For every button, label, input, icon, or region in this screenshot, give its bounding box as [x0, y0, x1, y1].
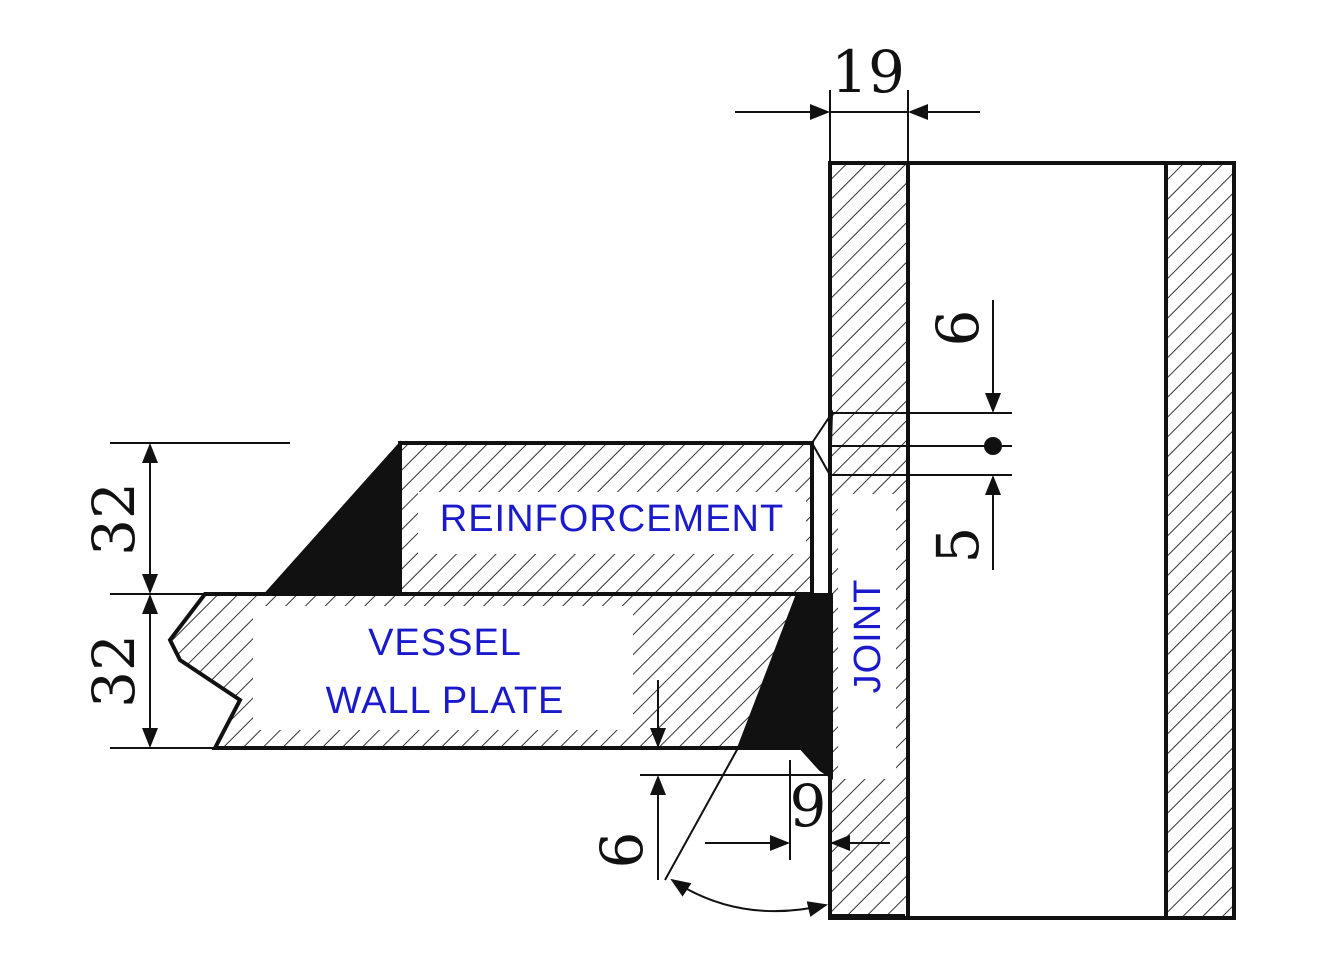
right-gap-dimensions: 6 5: [830, 300, 1012, 570]
bottom-height-value: 6: [588, 832, 656, 869]
wall-thickness-value: 32: [80, 634, 148, 708]
top-fillet-weld: [810, 409, 834, 479]
lower-gap-value: 5: [924, 527, 992, 564]
top-width-dimension: 19: [735, 38, 980, 163]
vessel-label-line2: WALL PLATE: [326, 680, 565, 722]
reinforcement-label-bg: [418, 492, 806, 554]
vessel-label-bg: [253, 606, 633, 730]
nozzle-wall-right: [1164, 161, 1236, 920]
joint-label-bg: [838, 494, 896, 779]
bottom-height-dimension: 6: [588, 680, 830, 880]
reinforcement-label: REINFORCEMENT: [440, 498, 784, 540]
bevel-angle-indicator: [664, 747, 905, 917]
left-thickness-dimensions: 32 32: [80, 442, 290, 749]
gap-reference-dot: [984, 437, 1002, 455]
reinforcement-fillet-weld: [262, 440, 401, 595]
bottom-gap-value: 9: [790, 772, 827, 840]
vessel-label-line1: VESSEL: [368, 622, 522, 664]
top-width-value: 19: [831, 38, 905, 106]
bottom-gap-dimension: 9: [705, 760, 890, 860]
reinforcement-thickness-value: 32: [80, 482, 148, 556]
upper-gap-value: 6: [924, 310, 992, 347]
joint-label: JOINT: [847, 579, 889, 694]
